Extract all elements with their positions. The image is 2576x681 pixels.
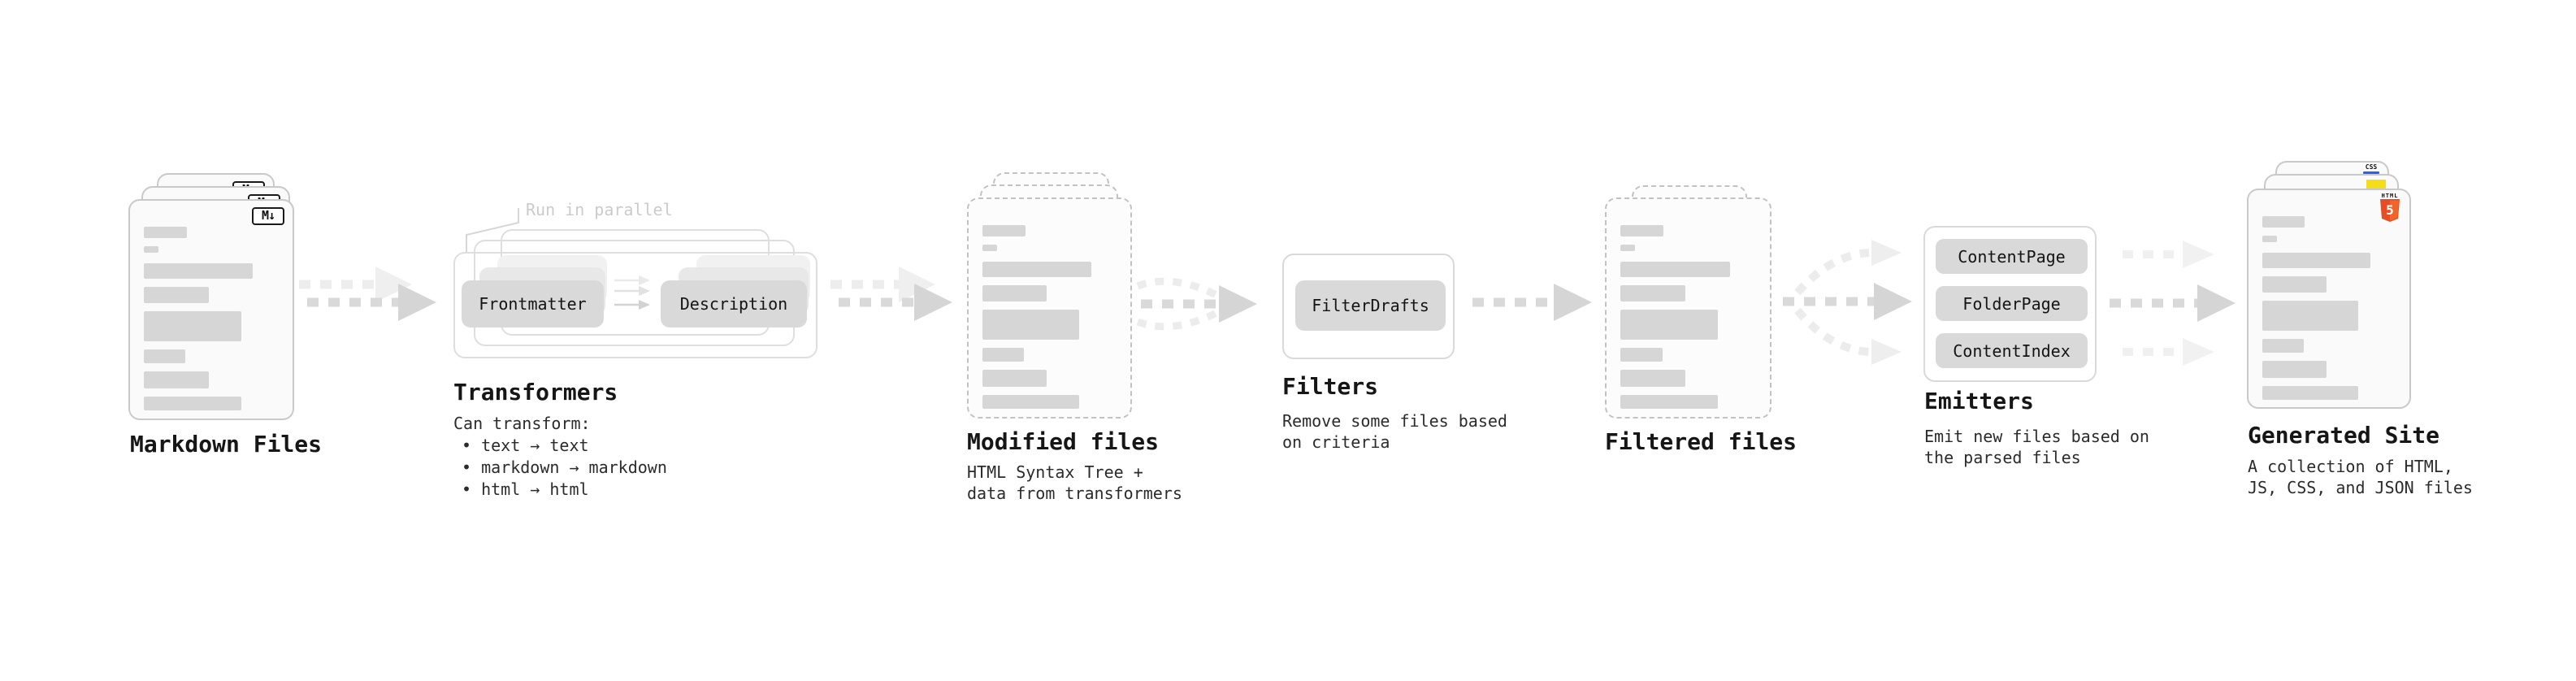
text-line-placeholder bbox=[1620, 225, 1664, 236]
html5-shield: 5 bbox=[2380, 199, 2400, 222]
text-line-placeholder bbox=[144, 263, 254, 279]
text-line-placeholder bbox=[2262, 216, 2305, 228]
modified-files-label: Modified files bbox=[967, 428, 1160, 455]
run-in-parallel-note: Run in parallel bbox=[526, 200, 673, 219]
arrow-filters-to-filtered bbox=[1472, 284, 1592, 321]
text-line-placeholder bbox=[2262, 386, 2359, 400]
html5-icon: HTML 5 bbox=[2379, 193, 2401, 226]
text-line-placeholder bbox=[1620, 370, 1686, 387]
text-line-placeholder bbox=[2262, 253, 2370, 268]
arrow-modified-to-filters bbox=[1136, 277, 1257, 331]
generated-site-description: A collection of HTML, bbox=[2248, 457, 2453, 476]
folder-page-pill: FolderPage bbox=[1936, 286, 2088, 321]
file-content-placeholder bbox=[1620, 225, 1756, 417]
transformer-parallel-arrows bbox=[614, 275, 650, 310]
svg-text:5: 5 bbox=[2386, 202, 2394, 218]
text-line-placeholder bbox=[982, 310, 1079, 340]
transformers-bullet: • markdown → markdown bbox=[462, 458, 667, 477]
run-in-parallel-leader-line bbox=[466, 208, 519, 253]
text-line-placeholder bbox=[1620, 285, 1686, 301]
transformer-frame-front bbox=[453, 252, 817, 358]
text-line-placeholder bbox=[1620, 395, 1719, 409]
modified-file-card-front bbox=[967, 197, 1132, 419]
filters-description: Remove some files based bbox=[1282, 411, 1507, 431]
text-line-placeholder bbox=[144, 371, 209, 388]
generated-site-description: JS, CSS, and JSON files bbox=[2248, 478, 2473, 497]
file-content-placeholder bbox=[982, 225, 1117, 417]
transformers-bullet: • text → text bbox=[462, 436, 589, 455]
text-line-placeholder bbox=[982, 348, 1025, 362]
text-line-placeholder bbox=[144, 349, 186, 363]
text-line-placeholder bbox=[982, 395, 1079, 409]
filter-drafts-pill: FilterDrafts bbox=[1295, 280, 1446, 331]
text-line-placeholder bbox=[144, 227, 188, 238]
text-line-placeholder bbox=[144, 246, 159, 253]
text-line-placeholder bbox=[144, 397, 241, 410]
emitters-description: Emit new files based on bbox=[1924, 427, 2149, 446]
text-line-placeholder bbox=[2262, 361, 2327, 378]
text-line-placeholder bbox=[982, 370, 1047, 387]
modified-files-description: data from transformers bbox=[967, 484, 1182, 503]
file-content-placeholder bbox=[144, 227, 279, 419]
text-line-placeholder bbox=[982, 245, 998, 251]
text-line-placeholder bbox=[1620, 310, 1719, 340]
transformers-description-title: Can transform: bbox=[453, 414, 591, 433]
content-index-pill: ContentIndex bbox=[1936, 333, 2088, 368]
css-icon-underline bbox=[2363, 171, 2379, 174]
content-page-pill: ContentPage bbox=[1936, 239, 2088, 274]
generated-site-label: Generated Site bbox=[2248, 422, 2440, 449]
arrow-filtered-to-emitters bbox=[1783, 240, 1912, 365]
text-line-placeholder bbox=[2262, 301, 2359, 331]
text-line-placeholder bbox=[1620, 262, 1731, 277]
filtered-files-label: Filtered files bbox=[1605, 428, 1798, 455]
generated-html-file-card: HTML 5 bbox=[2247, 189, 2411, 409]
transformers-bullet: • html → html bbox=[462, 479, 589, 499]
text-line-placeholder bbox=[1620, 348, 1663, 362]
text-line-placeholder bbox=[982, 262, 1091, 277]
filters-description: on criteria bbox=[1282, 432, 1390, 452]
text-line-placeholder bbox=[144, 311, 241, 341]
css-icon: CSS bbox=[2363, 164, 2379, 174]
text-line-placeholder bbox=[982, 225, 1026, 236]
transformers-label: Transformers bbox=[453, 379, 618, 406]
modified-files-description: HTML Syntax Tree + bbox=[967, 462, 1143, 482]
text-line-placeholder bbox=[2262, 236, 2278, 242]
emitters-label: Emitters bbox=[1924, 388, 2034, 414]
text-line-placeholder bbox=[2262, 276, 2327, 293]
arrow-transformers-to-modified bbox=[830, 267, 952, 321]
css-icon-label: CSS bbox=[2365, 163, 2378, 171]
text-line-placeholder bbox=[144, 287, 209, 303]
arrow-emitters-to-generated bbox=[2110, 241, 2236, 366]
markdown-file-card-front: M↓ bbox=[128, 199, 294, 420]
text-line-placeholder bbox=[1620, 245, 1636, 251]
arrow-markdown-to-transformers bbox=[299, 267, 436, 321]
filters-panel: FilterDrafts bbox=[1282, 254, 1455, 359]
html5-icon-label: HTML bbox=[2381, 193, 2399, 199]
markdown-files-label: Markdown Files bbox=[130, 431, 323, 458]
filtered-file-card-front bbox=[1605, 197, 1772, 419]
file-content-placeholder bbox=[2262, 216, 2396, 408]
text-line-placeholder bbox=[982, 285, 1047, 301]
filters-label: Filters bbox=[1282, 373, 1379, 400]
text-line-placeholder bbox=[2262, 339, 2304, 353]
markdown-icon: M↓ bbox=[252, 207, 284, 225]
emitters-panel: ContentPage FolderPage ContentIndex bbox=[1923, 226, 2097, 382]
frontmatter-pill: Frontmatter bbox=[462, 280, 604, 327]
emitters-description: the parsed files bbox=[1924, 448, 2081, 467]
description-pill: Description bbox=[661, 280, 807, 327]
